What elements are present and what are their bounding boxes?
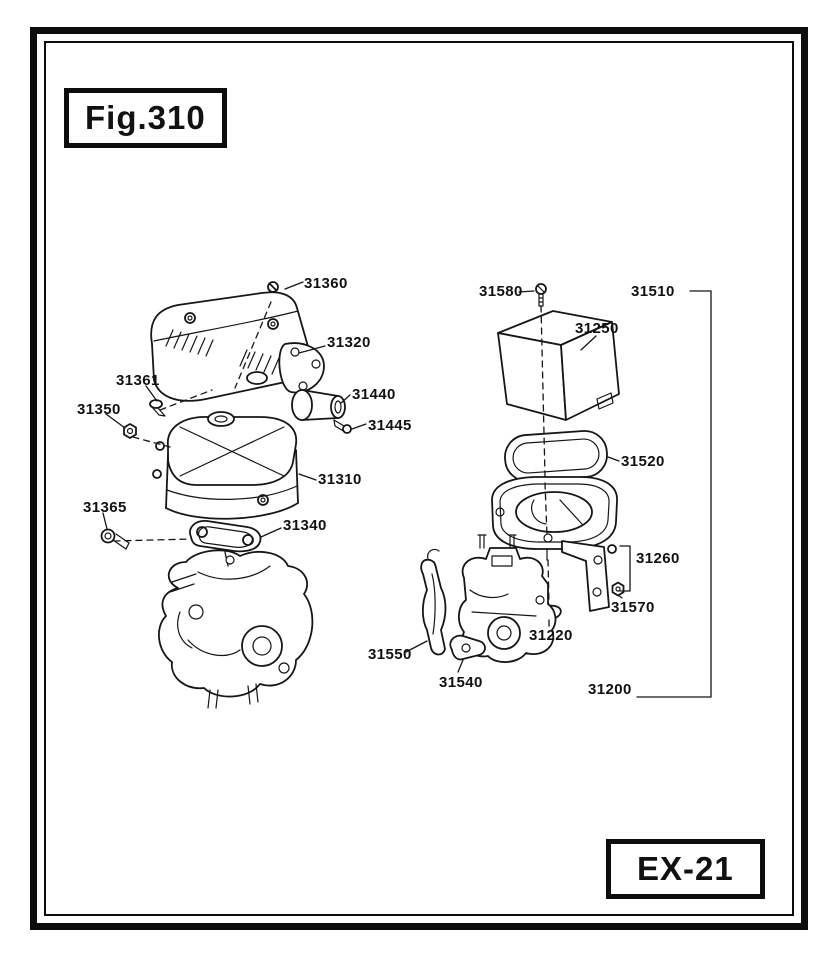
alignment-dashed-lines (113, 301, 550, 605)
part-label-31320: 31320 (327, 334, 371, 351)
part-label-31260: 31260 (636, 550, 680, 567)
mount-bracket-31260-drawing (561, 540, 617, 612)
screw-31445-drawing (333, 419, 352, 434)
model-code: EX-21 (637, 850, 734, 887)
heat-shield-31550-drawing (420, 548, 447, 656)
figure-title: Fig.310 (85, 99, 206, 136)
part-label-31220: 31220 (529, 627, 573, 644)
page-inner-frame (44, 41, 794, 916)
part-label-31540: 31540 (439, 674, 483, 691)
bolt-31365-drawing (100, 528, 130, 550)
part-label-31360: 31360 (304, 275, 348, 292)
part-label-31510: 31510 (631, 283, 675, 300)
bolt-31361-drawing (149, 399, 166, 417)
bracket-31260-line (619, 545, 631, 592)
screw-31580-drawing (535, 283, 547, 307)
muffler-body-31310-drawing (152, 411, 299, 520)
filter-element-31520-drawing (504, 430, 608, 482)
part-label-31361: 31361 (116, 372, 160, 389)
page-outer-frame (30, 27, 808, 930)
part-label-31310: 31310 (318, 471, 362, 488)
engine-block-drawing (158, 549, 314, 709)
bracket-31510-line (636, 290, 712, 698)
part-label-31340: 31340 (283, 517, 327, 534)
exhaust-pipe-31440-drawing (291, 389, 346, 421)
gasket-31340-drawing (189, 520, 262, 553)
part-label-31350: 31350 (77, 401, 121, 418)
muffler-assembly (100, 281, 352, 709)
part-label-31200: 31200 (588, 681, 632, 698)
nut-31350-drawing (123, 423, 137, 439)
part-label-31440: 31440 (352, 386, 396, 403)
leader-lines (102, 281, 712, 698)
model-code-box: EX-21 (606, 839, 765, 899)
part-label-31445: 31445 (368, 417, 412, 434)
air-cleaner-base-31200-drawing (491, 476, 618, 561)
part-label-31250: 31250 (575, 320, 619, 337)
air-cleaner-assembly (420, 283, 625, 663)
nut-31570-drawing (611, 581, 625, 597)
air-cleaner-cover-31250-drawing (497, 310, 620, 421)
part-label-31570: 31570 (611, 599, 655, 616)
part-label-31520: 31520 (621, 453, 665, 470)
muffler-cover-31320-drawing (150, 291, 325, 402)
figure-title-box: Fig.310 (64, 88, 227, 148)
part-label-31580: 31580 (479, 283, 523, 300)
part-label-31550: 31550 (368, 646, 412, 663)
flange-31540-drawing (449, 634, 486, 661)
louver-slits (165, 329, 280, 375)
part-label-31365: 31365 (83, 499, 127, 516)
